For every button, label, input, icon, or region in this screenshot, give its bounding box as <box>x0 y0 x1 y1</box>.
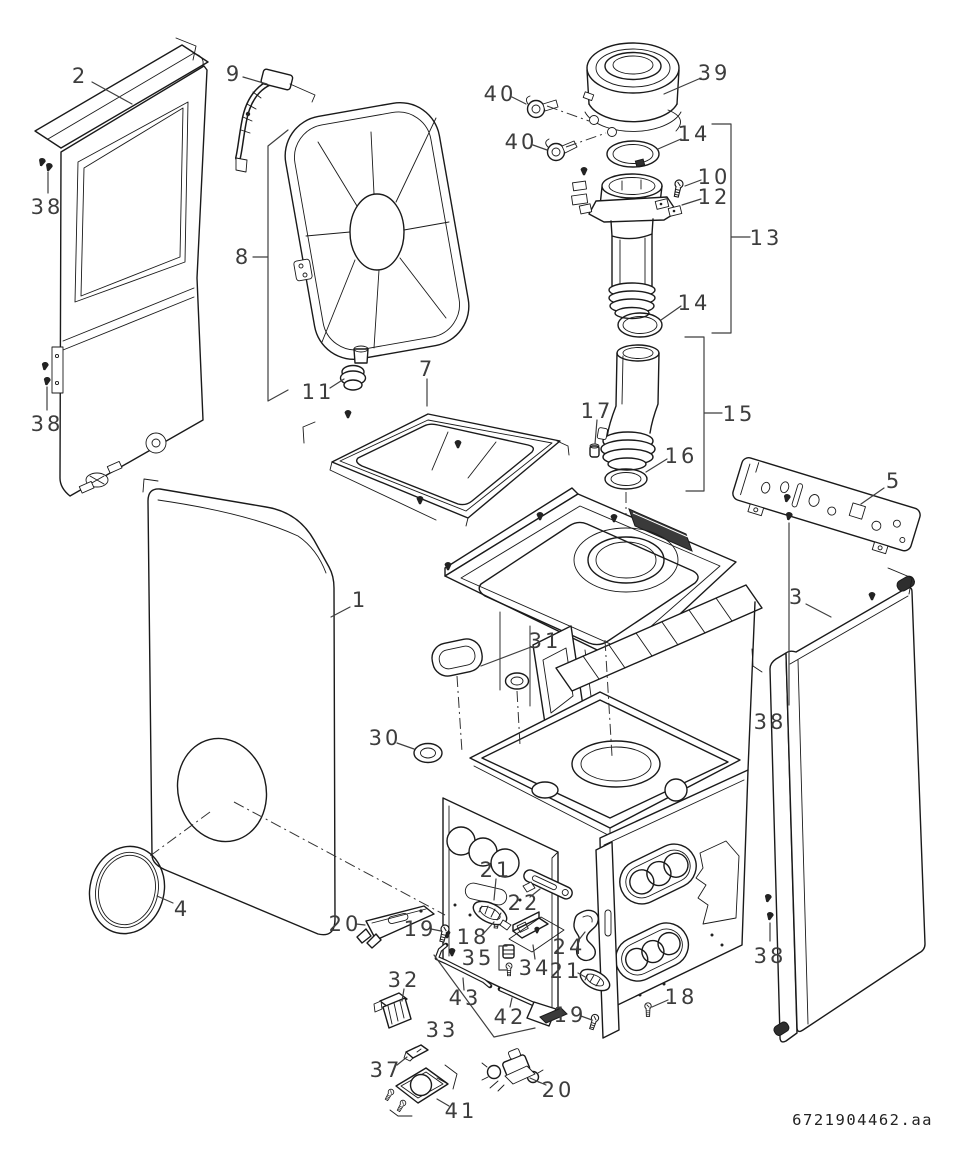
alignment-line-sightglass-ring <box>149 811 211 857</box>
callout-part-21-lower: 21 <box>550 959 583 983</box>
callout-part-35: 35 <box>462 946 495 970</box>
part-34-clip-box <box>508 911 565 953</box>
alignment-line-31a <box>456 675 463 753</box>
alignment-line-40-lower <box>565 132 607 148</box>
callout-labels: 2 9 38 38 8 40 40 39 14 10 12 13 14 11 7… <box>31 61 902 1123</box>
part-17-pin <box>589 443 600 458</box>
callout-part-3: 3 <box>789 585 805 609</box>
part-18-right-screw <box>644 1002 652 1017</box>
part-3-side-panel-right <box>751 567 926 1043</box>
callout-part-18-right: 18 <box>665 985 698 1009</box>
part-20-gas-connector <box>481 1048 545 1092</box>
callout-part-7: 7 <box>419 357 435 381</box>
part-37-clip <box>403 1044 429 1062</box>
leader-lines <box>37 76 885 1107</box>
callout-part-24: 24 <box>553 935 586 959</box>
alignment-line-40-upper <box>546 105 590 122</box>
callout-part-31: 31 <box>529 629 562 653</box>
callout-part-40-lower: 40 <box>505 130 538 154</box>
callout-part-18-left: 18 <box>457 925 490 949</box>
part-21-grommet-upper <box>472 900 512 931</box>
callout-part-38-back-upper: 38 <box>31 195 64 219</box>
callout-part-2: 2 <box>72 64 88 88</box>
part-32-retainer <box>373 992 412 1029</box>
part-19-right-screw <box>587 1012 601 1031</box>
callout-part-15: 15 <box>723 402 756 426</box>
part-39-flue-adapter <box>582 42 682 137</box>
callout-part-19-left: 19 <box>404 917 437 941</box>
callout-part-42: 42 <box>494 1005 527 1029</box>
part-40-sensor-clip-upper <box>525 95 559 119</box>
callout-part-14-lower: 14 <box>678 291 711 315</box>
callout-part-16: 16 <box>665 444 698 468</box>
callout-part-38-back-lower: 38 <box>31 412 64 436</box>
part-21-grommet-lower <box>579 968 611 992</box>
callout-part-1: 1 <box>352 588 368 612</box>
callout-part-30: 30 <box>369 726 402 750</box>
part-20-left-bracket <box>356 905 435 949</box>
callout-part-38-right-lower: 38 <box>754 944 787 968</box>
part-8-expansion-vessel <box>284 101 470 364</box>
part-7-top-panel <box>302 409 570 527</box>
screws-38-right-lower <box>763 893 775 921</box>
alignment-line-31b <box>516 690 521 746</box>
part-43-rod <box>434 942 493 989</box>
callout-part-32: 32 <box>388 968 421 992</box>
part-9-hose-clip <box>235 68 316 173</box>
callout-part-5: 5 <box>886 469 902 493</box>
part-31-gasket-set <box>431 638 530 690</box>
part-22-bracket-strip <box>522 869 573 900</box>
callout-part-20-left: 20 <box>329 912 362 936</box>
callout-part-39: 39 <box>698 61 731 85</box>
part-1-front-panel <box>142 478 336 936</box>
callout-part-40-upper: 40 <box>484 82 517 106</box>
callout-part-8: 8 <box>235 245 251 269</box>
callout-part-43: 43 <box>449 986 482 1010</box>
callout-part-21-upper: 21 <box>480 858 513 882</box>
part-12-clip <box>654 198 683 217</box>
part-41-cover-plate <box>383 1064 458 1117</box>
callout-part-9: 9 <box>226 62 242 86</box>
callout-part-19-right: 19 <box>554 1003 587 1027</box>
callout-part-22: 22 <box>508 891 541 915</box>
callout-part-4: 4 <box>174 897 190 921</box>
callout-part-33: 33 <box>426 1018 459 1042</box>
part-40-sensor-clip-lower <box>545 138 578 162</box>
part-24-hook <box>573 909 599 962</box>
part-35-clamp <box>502 944 515 977</box>
part-16-o-ring <box>604 468 648 490</box>
callout-part-41: 41 <box>445 1099 478 1123</box>
part-10-screw <box>671 178 685 199</box>
callout-part-37: 37 <box>370 1058 403 1082</box>
part-11-grommet <box>339 364 367 391</box>
callout-part-14-upper: 14 <box>678 122 711 146</box>
callout-part-20-bottom: 20 <box>542 1078 575 1102</box>
part-14-gasket-lower <box>617 312 663 338</box>
part-2-back-panel <box>34 37 209 497</box>
callout-part-10: 10 <box>698 165 731 189</box>
part-5-mounting-bracket <box>732 457 921 555</box>
part-14-gasket-upper <box>606 140 660 168</box>
callout-part-17: 17 <box>581 399 614 423</box>
chassis-frame <box>442 487 763 1039</box>
callout-part-13: 13 <box>750 226 783 250</box>
drawing-number: 6721904462.aa <box>792 1111 933 1129</box>
part-13-flue-duct <box>571 166 678 320</box>
part-30-washer <box>413 742 443 764</box>
alignment-line-sightglass-chassis <box>233 801 446 916</box>
part-15-intake-pipe <box>596 344 660 471</box>
callout-part-12: 12 <box>698 185 731 209</box>
callout-part-11: 11 <box>302 380 335 404</box>
callout-part-38-right-upper: 38 <box>754 710 787 734</box>
callout-part-34: 34 <box>519 956 552 980</box>
part-42-rod <box>497 986 568 1027</box>
